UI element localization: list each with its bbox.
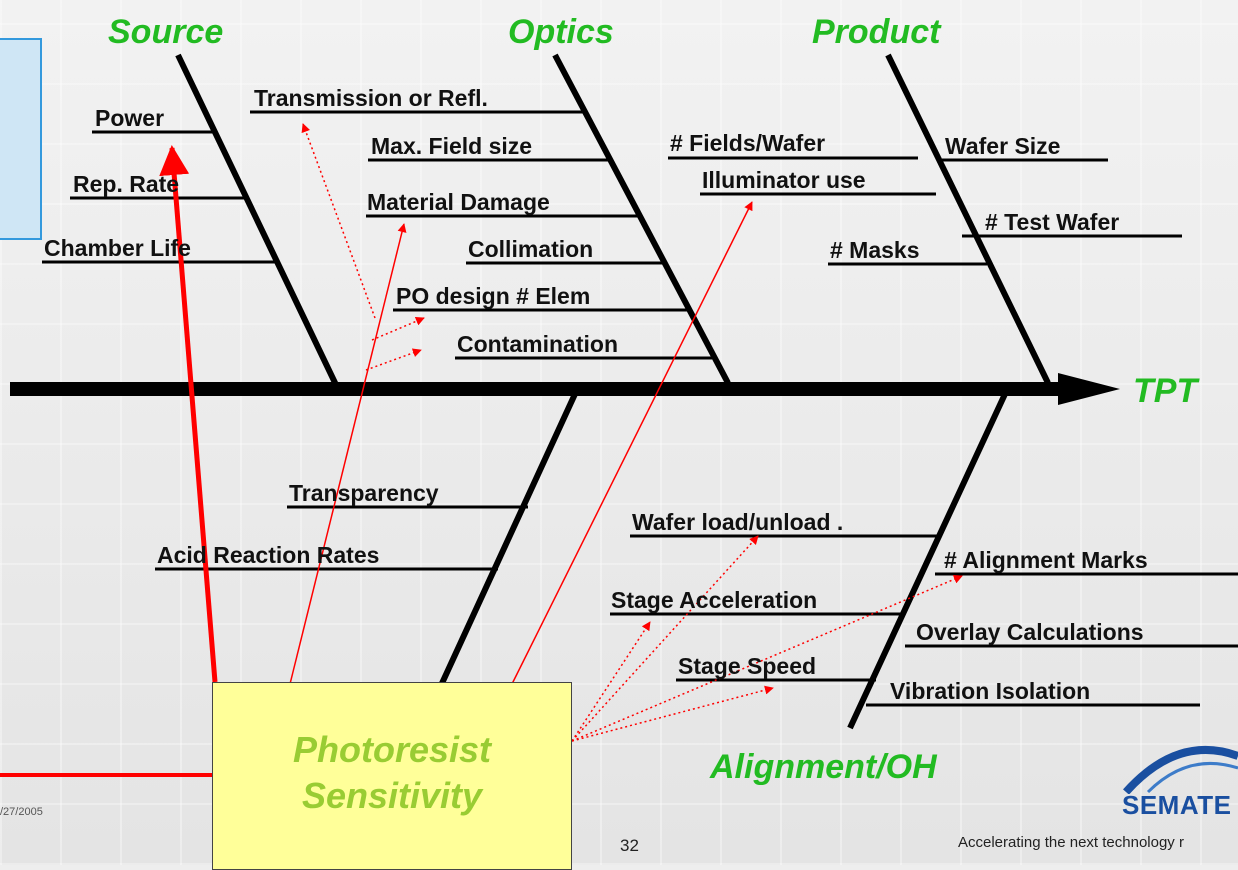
cause-chamber-life: Chamber Life	[44, 235, 191, 261]
category-source: Source	[108, 13, 224, 51]
highlight-line-1: Photoresist	[292, 729, 492, 770]
bone-source	[175, 53, 341, 391]
photoresist-sensitivity-text: Photoresist Sensitivity	[213, 727, 571, 819]
cause-rep-rate: Rep. Rate	[73, 171, 180, 197]
cause-alignment-marks: # Alignment Marks	[944, 547, 1148, 573]
cause-power: Power	[95, 105, 165, 131]
page-number: 32	[620, 836, 639, 855]
arrow-to-stagespeed	[571, 685, 774, 742]
category-alignment: Alignment/OH	[710, 748, 937, 786]
bone-optics	[552, 53, 731, 385]
arrow-to-stageacc	[571, 621, 651, 742]
left-blue-panel	[0, 38, 42, 240]
footer-tagline: Accelerating the next technology r	[958, 834, 1184, 851]
photoresist-sensitivity-box: Photoresist Sensitivity	[212, 682, 572, 870]
cause-stage-acceleration: Stage Acceleration	[611, 587, 818, 613]
cause-wafer-load: Wafer load/unload .	[632, 509, 844, 535]
highlight-line-2: Sensitivity	[301, 775, 483, 816]
cause-illuminator-use: Illuminator use	[702, 167, 866, 193]
cause-collimation: Collimation	[468, 236, 594, 262]
logo-text: SEMATE	[1122, 790, 1232, 820]
cause-fields-per-wafer: # Fields/Wafer	[670, 130, 826, 156]
category-optics: Optics	[508, 13, 614, 51]
arrow-to-power	[159, 145, 218, 683]
arrow-to-contamination	[365, 348, 422, 371]
logo-arc-icon	[1123, 746, 1238, 794]
cause-transparency: Transparency	[289, 480, 439, 506]
cause-wafer-size: Wafer Size	[945, 133, 1061, 159]
arrow-to-transmission	[301, 123, 376, 319]
cause-contamination: Contamination	[457, 331, 618, 357]
arrow-to-waferload	[571, 535, 759, 742]
cause-masks: # Masks	[830, 237, 920, 263]
spine-arrowhead	[1058, 373, 1120, 405]
footer-date: /27/2005	[0, 806, 43, 818]
cause-po-design: PO design # Elem	[396, 283, 591, 309]
cause-acid-reaction: Acid Reaction Rates	[157, 542, 380, 568]
cause-transmission: Transmission or Refl.	[254, 85, 488, 111]
arrow-to-material	[289, 223, 407, 685]
bone-photoresist	[429, 392, 578, 707]
effect-label: TPT	[1133, 372, 1198, 410]
arrow-to-illuminator	[511, 201, 753, 685]
cause-stage-speed: Stage Speed	[678, 653, 817, 679]
bone-product	[885, 53, 1051, 385]
category-product: Product	[812, 13, 941, 51]
cause-max-field-size: Max. Field size	[371, 133, 533, 159]
arrow-to-alignmarks	[571, 575, 963, 742]
bone-alignment	[847, 392, 1008, 730]
cause-vibration-isolation: Vibration Isolation	[890, 678, 1091, 704]
cause-overlay-calculations: Overlay Calculations	[916, 619, 1144, 645]
cause-material-damage: Material Damage	[367, 189, 550, 215]
cause-test-wafer: # Test Wafer	[985, 209, 1120, 235]
